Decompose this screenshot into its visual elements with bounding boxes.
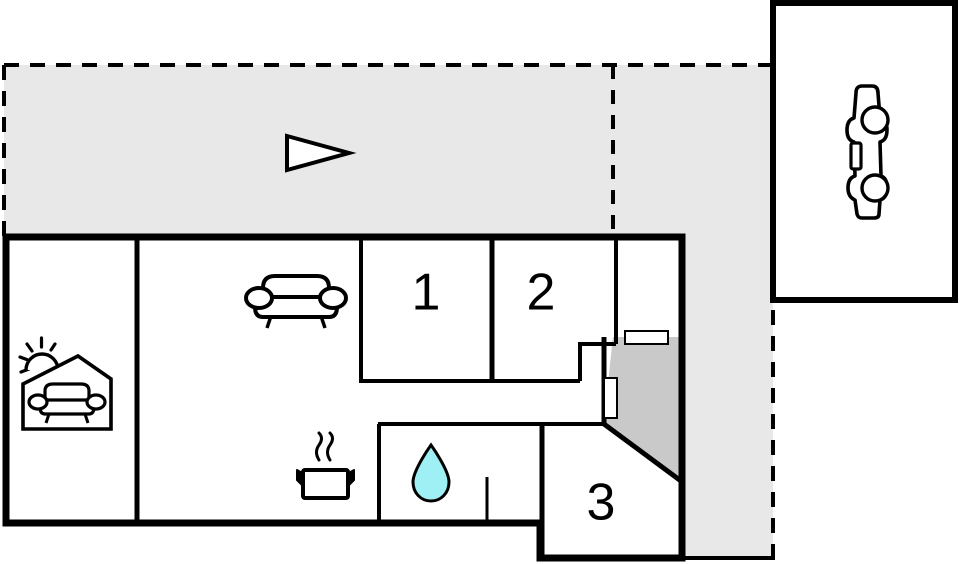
water-drop-icon: [411, 442, 451, 503]
sofa-arm-right: [318, 286, 348, 310]
entry-door-side[interactable]: [603, 377, 618, 419]
car-icon: [845, 84, 890, 220]
car-wheel-top: [860, 105, 890, 135]
building-interior-fill: [8, 239, 680, 556]
room-number-1: 1: [412, 264, 441, 322]
terrace-sofa-arm-right: [85, 393, 107, 411]
outdoor-plot-area: [2, 63, 775, 560]
garage-outline: [770, 0, 958, 303]
sofa-arm-left: [244, 286, 274, 310]
steam-line-right: [326, 431, 334, 462]
terrace-sofa-arm-left: [27, 393, 49, 411]
sofa-leg-right: [319, 315, 327, 329]
terrace-sofa: [27, 382, 107, 424]
direction-arrow-shape: [285, 133, 357, 173]
car-wheel-bottom: [860, 173, 890, 203]
entry-angled-wall: [602, 421, 683, 484]
terrace-sofa-leg-right: [83, 413, 90, 424]
terrace-sofa-back: [43, 382, 91, 403]
interior-walls: [134, 239, 618, 558]
doors: [603, 330, 669, 419]
outdoor-plot-fill: [4, 65, 773, 558]
water-drop-shape: [411, 442, 451, 503]
entry-hall-body: [604, 337, 680, 478]
cooking-pot-icon: [296, 431, 355, 500]
room-number-2: 2: [527, 264, 556, 322]
sofa-icon: [244, 274, 348, 329]
room-number-3: 3: [587, 474, 616, 532]
entry-door-top[interactable]: [624, 330, 669, 345]
steam-line-left: [315, 431, 323, 462]
direction-arrow-icon: [285, 133, 357, 173]
pot-body: [301, 468, 350, 500]
terrace-icon: [18, 336, 113, 431]
sun-disc: [24, 352, 60, 371]
outdoor-plot-dashed-border: [4, 63, 775, 560]
car-mirror: [849, 141, 863, 171]
terrace-sofa-leg-left: [44, 413, 51, 424]
garage-area: [770, 0, 958, 303]
sofa-leg-left: [265, 315, 273, 329]
